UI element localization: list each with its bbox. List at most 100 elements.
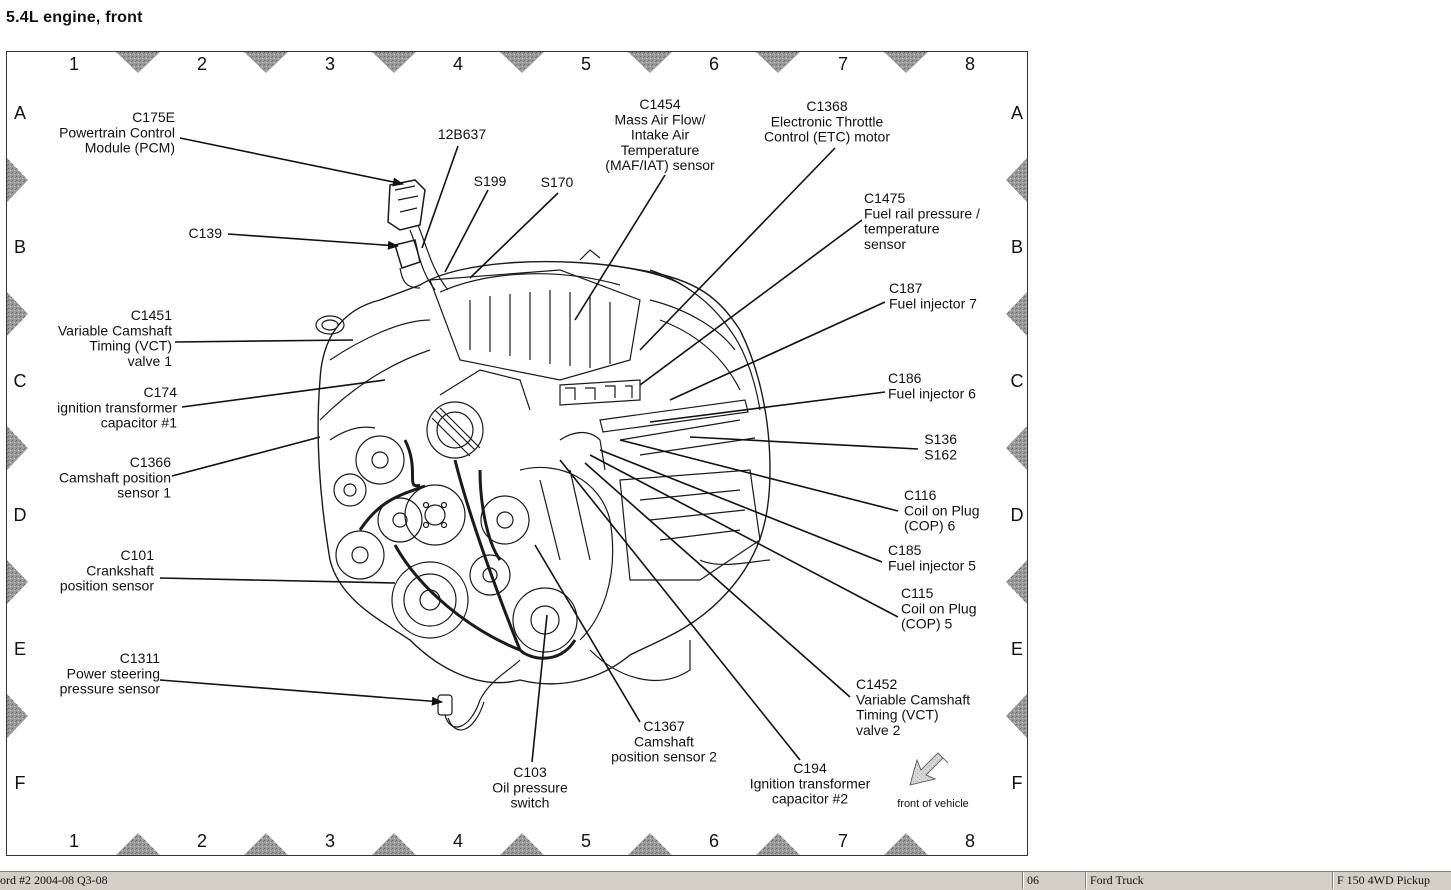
connector-id: C1452 (856, 676, 897, 692)
connector-description: Camshaft position (59, 469, 171, 485)
leader-c185 (599, 449, 883, 563)
connector-description: valve 2 (856, 722, 901, 738)
grid-marker-triangle (7, 292, 28, 336)
page-title: 5.4L engine, front (6, 9, 143, 26)
connector-description: capacitor #2 (772, 791, 848, 807)
connector-id: C1454 (639, 96, 680, 112)
grid-marker-triangle (628, 833, 672, 855)
leader-s199 (444, 189, 489, 273)
grid-markers-left (7, 158, 28, 738)
grid-marker-triangle (116, 52, 160, 73)
leader-c1367 (534, 544, 641, 723)
leader-c174 (181, 379, 386, 408)
leader-c1368 (639, 147, 836, 351)
connector-id: C1475 (864, 190, 905, 206)
connector-description: Powertrain Control (59, 124, 175, 140)
leader-c116 (619, 439, 899, 512)
grid-column-label-top: 4 (453, 54, 463, 74)
leader-c186 (649, 391, 886, 423)
leader-12b637 (421, 145, 459, 249)
leader-lines (159, 137, 919, 763)
grid-column-label-bottom: 8 (965, 831, 975, 851)
leader-c103 (531, 614, 548, 763)
front-of-vehicle-arrow-icon (909, 752, 949, 786)
leader-s170 (469, 192, 559, 279)
connector-id: C115 (901, 585, 934, 601)
grid-column-label-bottom: 2 (197, 831, 207, 851)
grid-marker-triangle (1006, 292, 1027, 336)
grid-marker-triangle (116, 833, 160, 855)
grid-row-label-right: F (1012, 773, 1023, 793)
engine-illustration (315, 179, 771, 731)
connector-description: Crankshaft (86, 562, 154, 578)
grid-marker-triangle (500, 52, 544, 73)
grid-marker-triangle (884, 833, 928, 855)
connector-description: Timing (VCT) (856, 707, 939, 723)
connector-description: (MAF/IAT) sensor (605, 157, 715, 173)
connector-id: C1311 (120, 650, 160, 666)
connector-id: C1368 (806, 98, 847, 114)
leader-c101 (159, 577, 396, 584)
grid-marker-triangle (244, 833, 288, 855)
grid-row-label-left: E (14, 639, 26, 659)
callout-s170: S170 (541, 174, 574, 190)
connector-id: C186 (888, 370, 922, 386)
status-source: ord #2 2004-08 Q3-08 (0, 873, 108, 887)
grid-column-label-top: 8 (965, 54, 975, 74)
leader-c1366 (171, 436, 321, 477)
connector-description: S162 (924, 446, 957, 462)
leader-c194 (559, 459, 801, 761)
connector-description: (COP) 6 (904, 518, 956, 534)
grid-marker-triangle (244, 52, 288, 73)
callout-c139: C139 (189, 225, 223, 241)
grid-marker-triangle (628, 52, 672, 73)
grid-marker-triangle (7, 158, 28, 202)
status-bar: ord #2 2004-08 Q3-08 06 Ford Truck F 150… (0, 870, 1451, 890)
grid-column-label-top: 7 (838, 54, 848, 74)
grid-markers-bottom (116, 833, 928, 855)
grid-marker-triangle (372, 833, 416, 855)
connector-description: Oil pressure (492, 779, 568, 795)
leader-c115 (589, 454, 899, 618)
connector-description: Coil on Plug (904, 502, 980, 518)
connector-id: S136 (924, 431, 957, 447)
grid-column-label-top: 6 (709, 54, 719, 74)
connector-description: Electronic Throttle (771, 113, 884, 129)
connector-description: Timing (VCT) (89, 338, 172, 354)
leader-s136 (689, 436, 919, 450)
grid-row-label-left: B (14, 237, 26, 257)
connector-description: capacitor #1 (101, 415, 177, 431)
connector-id: S170 (541, 174, 574, 190)
grid-marker-triangle (7, 426, 28, 470)
grid-column-label-bottom: 1 (69, 831, 79, 851)
connector-description: Intake Air (631, 127, 690, 143)
front-of-vehicle-label: front of vehicle (897, 798, 969, 810)
callout-s199: S199 (474, 173, 507, 189)
grid-marker-triangle (1006, 694, 1027, 738)
connector-description: Variable Camshaft (856, 691, 970, 707)
status-model: F 150 4WD Pickup (1332, 872, 1451, 889)
connector-id: C1367 (643, 718, 684, 734)
connector-description: switch (511, 795, 550, 811)
status-make: Ford Truck (1085, 872, 1330, 889)
connector-id: C194 (793, 760, 827, 776)
leader-c1311 (159, 679, 444, 706)
leader-c1475 (639, 219, 863, 386)
grid-row-label-right: E (1011, 639, 1023, 659)
leader-c1452 (584, 462, 851, 698)
